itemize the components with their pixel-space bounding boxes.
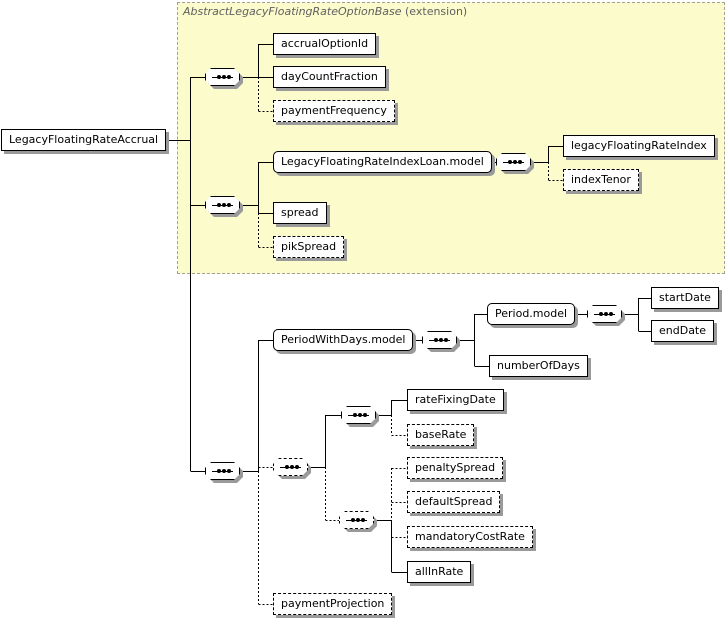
element-dayCountFraction[interactable]: dayCountFraction	[273, 66, 386, 88]
group-period-model[interactable]: Period.model	[487, 303, 576, 325]
element-legacyFloatingRateIndex[interactable]: legacyFloatingRateIndex	[563, 135, 715, 157]
element-spread[interactable]: spread	[273, 202, 327, 224]
sequence-compositor-spreads	[339, 511, 374, 529]
extension-base-name: AbstractLegacyFloatingRateOptionBase	[183, 5, 402, 18]
sequence-compositor-2	[205, 196, 240, 214]
element-baseRate[interactable]: baseRate	[407, 424, 475, 446]
element-defaultSpread[interactable]: defaultSpread	[407, 491, 501, 513]
group-loan-model[interactable]: LegacyFloatingRateIndexLoan.model	[273, 151, 492, 173]
sequence-compositor-ratefixing	[341, 406, 376, 424]
element-indexTenor[interactable]: indexTenor	[563, 169, 639, 191]
sequence-compositor-period	[587, 305, 622, 323]
extension-label: (extension)	[405, 5, 468, 18]
root-element[interactable]: LegacyFloatingRateAccrual	[1, 129, 167, 151]
element-accrualOptionId[interactable]: accrualOptionId	[273, 33, 377, 55]
element-startDate[interactable]: startDate	[651, 287, 719, 309]
sequence-compositor-periodwithdays	[422, 331, 457, 349]
choice-compositor	[273, 458, 308, 476]
element-numberOfDays[interactable]: numberOfDays	[489, 355, 588, 377]
element-allInRate[interactable]: allInRate	[407, 561, 472, 583]
element-mandatoryCostRate[interactable]: mandatoryCostRate	[407, 526, 533, 548]
sequence-compositor-loan	[496, 153, 531, 171]
element-endDate[interactable]: endDate	[651, 320, 715, 342]
sequence-compositor-3	[205, 462, 240, 480]
element-paymentProjection[interactable]: paymentProjection	[273, 593, 393, 615]
sequence-compositor-1	[205, 68, 240, 86]
extension-title: AbstractLegacyFloatingRateOptionBase (ex…	[183, 5, 467, 18]
element-rateFixingDate[interactable]: rateFixingDate	[407, 389, 504, 411]
element-paymentFrequency[interactable]: paymentFrequency	[273, 100, 395, 122]
element-penaltySpread[interactable]: penaltySpread	[407, 457, 504, 479]
element-pikSpread[interactable]: pikSpread	[273, 236, 345, 258]
group-periodwithdays-model[interactable]: PeriodWithDays.model	[273, 329, 414, 351]
